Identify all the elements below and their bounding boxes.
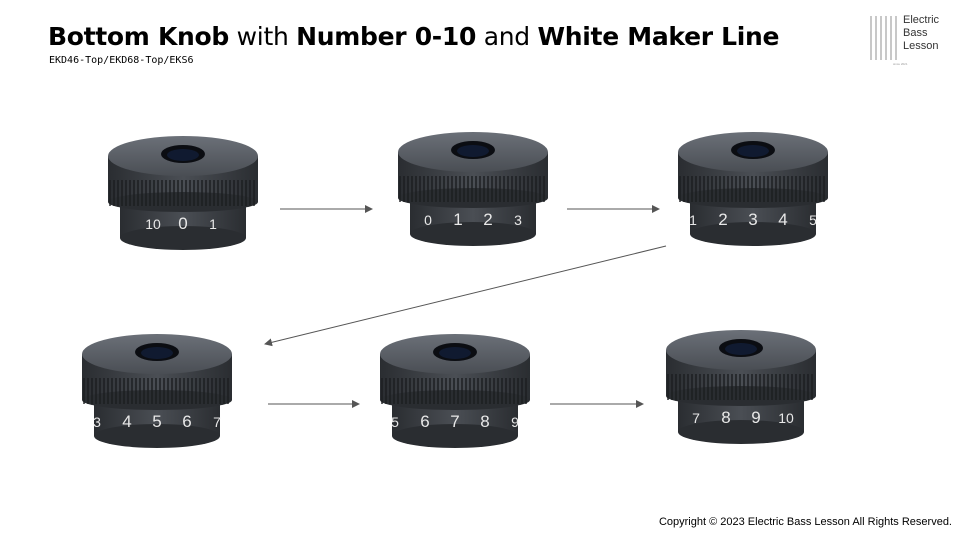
knob-digit: 9 [511,414,519,430]
knob-digit: 7 [213,414,221,430]
title-part-1: Bottom Knob [48,22,230,51]
title-part-5: White Maker Line [537,22,780,51]
knob-digit: 5 [391,414,399,430]
knob-photo-4-drawing: 3 4 5 6 7 [82,334,232,448]
knob-digit: 7 [450,412,459,431]
knob-digit: 5 [152,412,161,431]
knob-digit: 10 [145,216,161,232]
knob-digit: 1 [209,216,217,232]
knob-photo-5: 5 6 7 8 9 [370,326,540,456]
logo-since: since 2021 [893,62,908,66]
knob-digit: 3 [748,210,757,229]
logo-line-1: Electric [903,14,940,26]
knob-digit: 10 [778,410,794,426]
knob-digit: 3 [93,414,101,430]
knob-digit: 2 [483,210,492,229]
logo-bars-icon [870,16,900,60]
copyright-footer: Copyright © 2023 Electric Bass Lesson Al… [658,516,952,528]
knob-digit: 2 [718,210,727,229]
knob-digit: 5 [809,212,817,228]
knob-digit: 8 [480,412,489,431]
title-part-2: with [229,22,297,51]
title-part-3: Number 0-10 [296,22,477,51]
knob-digit: 1 [453,210,462,229]
model-subtitle: EKD46-Top/EKD68-Top/EKS6 [49,55,194,66]
knob-photo-6: 7 8 9 10 [656,322,826,452]
knob-photo-3-drawing: 1 2 3 4 5 [678,132,828,246]
knob-photo-4: 3 4 5 6 7 [72,326,242,456]
logo-text: Electric Bass Lesson [903,14,951,53]
knob-digit: 4 [122,412,131,431]
knob-photo-2: 0 1 2 3 [388,124,558,254]
title-part-4: and [476,22,538,51]
knob-digit: 4 [778,210,787,229]
knob-digit: 6 [420,412,429,431]
knob-photo-6-drawing: 7 8 9 10 [666,330,816,444]
knob-digit: 3 [514,212,522,228]
knob-photo-5-drawing: 5 6 7 8 9 [380,334,530,448]
knob-digit: 9 [751,408,760,427]
knob-digit: 1 [689,212,697,228]
knob-digit: 0 [424,212,432,228]
knob-digit: 0 [178,214,187,233]
brand-logo: Electric Bass Lesson since 2021 [870,14,950,66]
knob-photo-1-drawing: 10 0 1 [108,136,258,250]
knob-digit: 7 [692,410,700,426]
knob-photo-3: 1 2 3 4 5 [668,124,838,254]
knob-photo-1: 10 0 1 [98,128,268,258]
knob-digit: 6 [182,412,191,431]
logo-line-3: Lesson [903,40,939,52]
knob-digit: 8 [721,408,730,427]
knob-photo-2-drawing: 0 1 2 3 [398,132,548,246]
page-title: Bottom Knob with Number 0-10 and White M… [48,22,780,52]
logo-line-2: Bass [903,27,928,39]
